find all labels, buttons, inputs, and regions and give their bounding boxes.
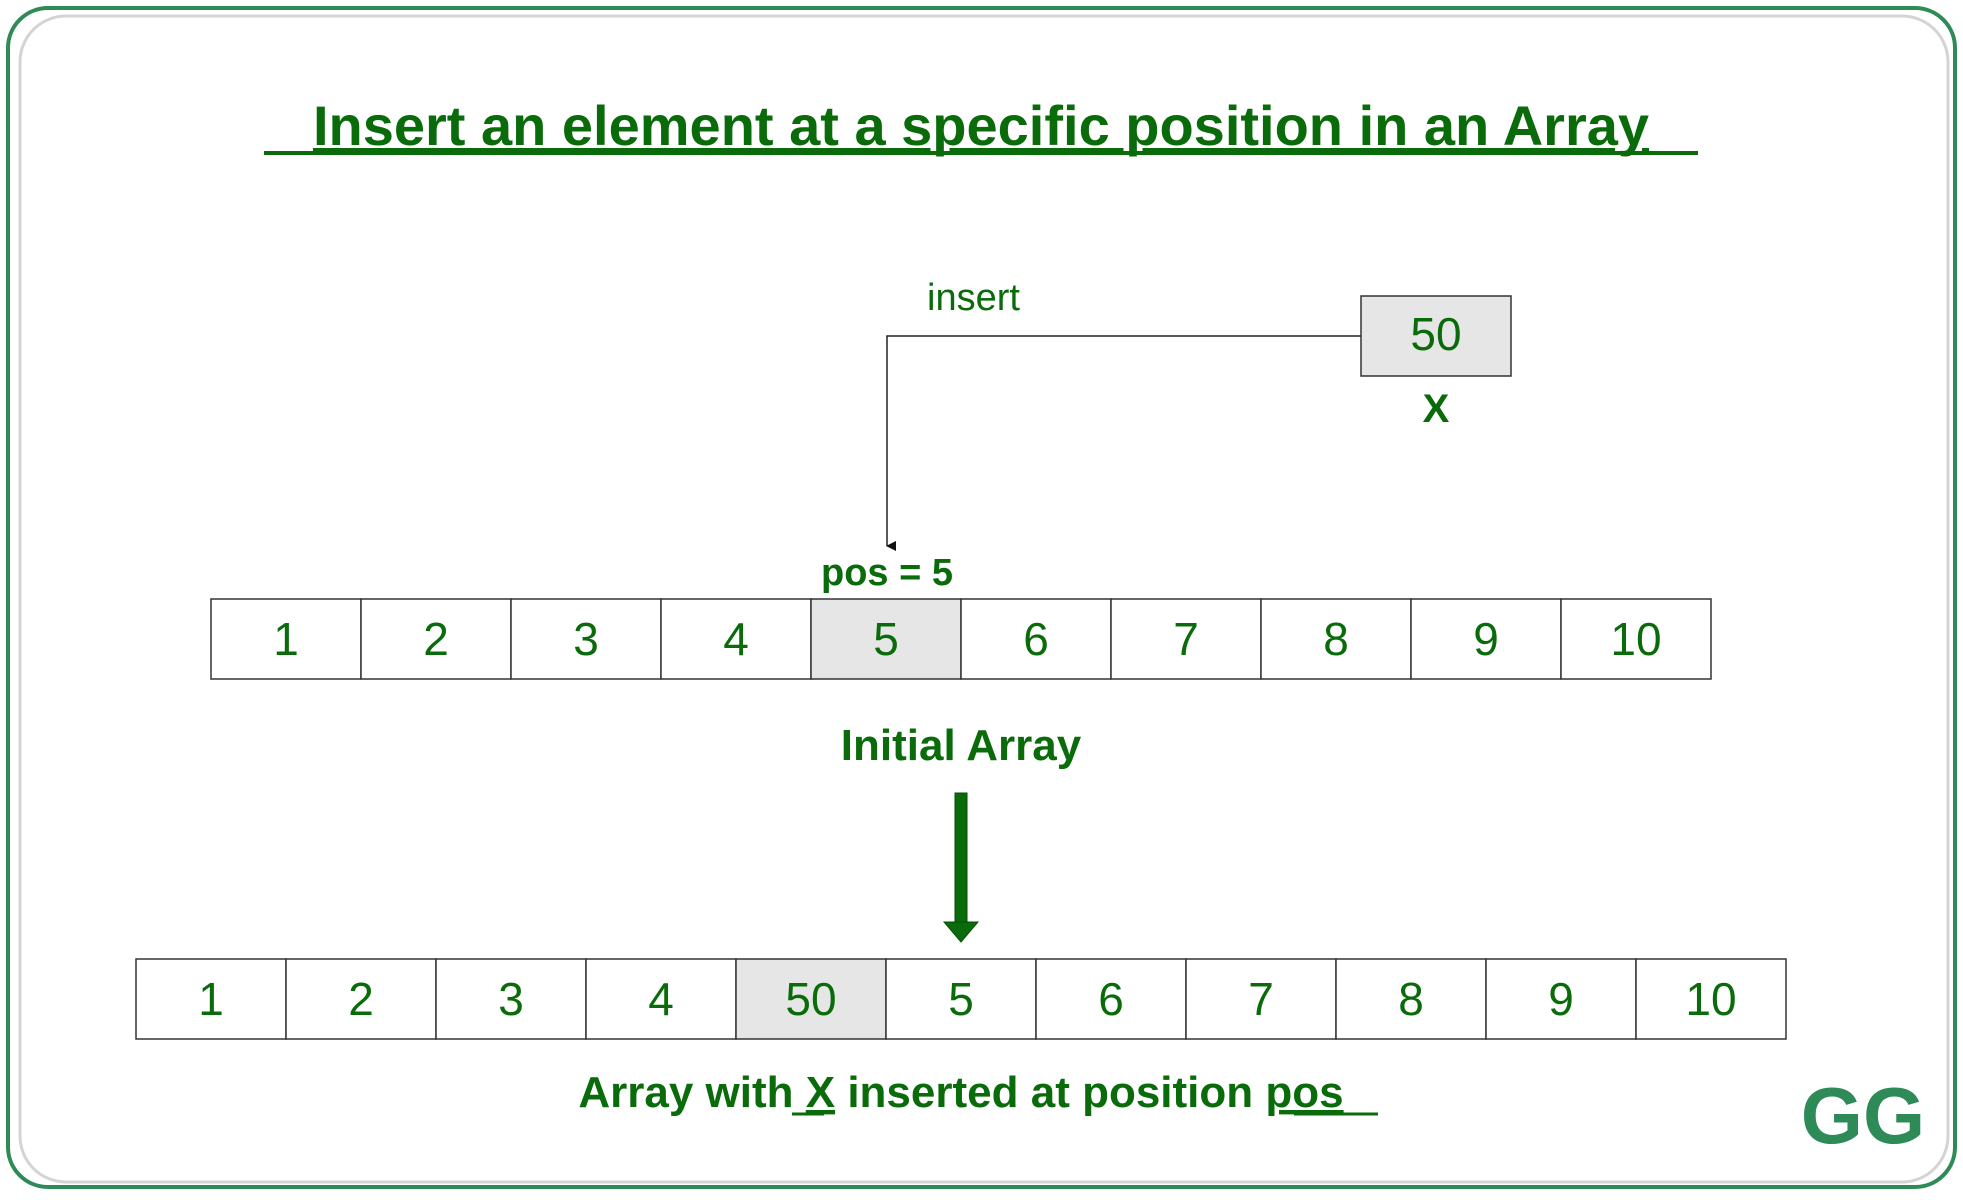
- initial-array-cell-value: 4: [723, 613, 749, 665]
- result-array-cell: [585, 958, 737, 1040]
- initial-array-cell-value: 3: [573, 613, 599, 665]
- result-array-cell: [435, 958, 587, 1040]
- result-array-cell: [285, 958, 437, 1040]
- result-array-cell-value: 4: [648, 973, 674, 1025]
- initial-array: 1 2 3 4 5 6 7 8 9 10: [210, 598, 1712, 680]
- result-array-cell: [1335, 958, 1487, 1040]
- initial-array-cell: [360, 598, 512, 680]
- initial-array-cell-value: 7: [1173, 613, 1199, 665]
- gfg-logo: GG: [1801, 1071, 1925, 1160]
- initial-array-cell: [1560, 598, 1712, 680]
- x-box-cell: [1360, 295, 1512, 377]
- initial-array-cell: [1410, 598, 1562, 680]
- initial-array-caption: Initial Array: [841, 721, 1082, 770]
- x-box-value: 50: [1410, 308, 1461, 360]
- insert-connector-line: [886, 335, 1361, 551]
- result-array-cell: [1035, 958, 1187, 1040]
- result-array-caption: Array with X inserted at position pos: [578, 1068, 1343, 1117]
- result-array-cell: [735, 958, 887, 1040]
- result-array-cell-value: 6: [1098, 973, 1124, 1025]
- transform-arrow-shaft: [954, 792, 968, 924]
- result-array-cell: [1185, 958, 1337, 1040]
- result-caption-x: X: [806, 1068, 835, 1117]
- x-element-box: 50: [1360, 295, 1512, 377]
- result-array-cell: [1635, 958, 1787, 1040]
- initial-array-cell-value: 9: [1473, 613, 1499, 665]
- initial-array-cell-value: 2: [423, 613, 449, 665]
- result-array-cell-value: 8: [1398, 973, 1424, 1025]
- insert-label: insert: [927, 277, 1020, 319]
- initial-array-cell-value: 8: [1323, 613, 1349, 665]
- result-array: 1 2 3 4 50 5 6 7 8 9 10: [135, 958, 1787, 1040]
- transform-arrow: [942, 792, 980, 943]
- initial-array-cell-value: 6: [1023, 613, 1049, 665]
- transform-arrow-head: [942, 921, 980, 943]
- initial-array-cell-value: 5: [873, 613, 899, 665]
- initial-array-cell-value: 10: [1610, 613, 1661, 665]
- gfg-logo-text: GG: [1801, 1071, 1925, 1160]
- result-array-cell-value: 2: [348, 973, 374, 1025]
- initial-array-cell: [1260, 598, 1412, 680]
- result-caption-part2: inserted at position: [835, 1068, 1265, 1117]
- x-label: X: [1423, 387, 1450, 431]
- initial-array-cell: [1110, 598, 1262, 680]
- initial-array-cell: [960, 598, 1112, 680]
- diagram-title: Insert an element at a specific position…: [313, 94, 1649, 157]
- result-array-cell-value: 50: [785, 973, 836, 1025]
- initial-array-cell: [660, 598, 812, 680]
- result-array-cell-value: 9: [1548, 973, 1574, 1025]
- inner-frame: [18, 14, 1950, 1184]
- result-caption-pos: pos: [1265, 1068, 1343, 1117]
- initial-array-cell: [810, 598, 962, 680]
- result-array-cell-value: 7: [1248, 973, 1274, 1025]
- result-array-cell-value: 1: [198, 973, 224, 1025]
- initial-array-cell-value: 1: [273, 613, 299, 665]
- result-array-cell: [135, 958, 287, 1040]
- result-array-cell-value: 5: [948, 973, 974, 1025]
- pos-label: pos = 5: [821, 552, 953, 594]
- result-array-cell-value: 3: [498, 973, 524, 1025]
- result-array-cell-value: 10: [1685, 973, 1736, 1025]
- initial-array-cell: [210, 598, 362, 680]
- result-array-cell: [1485, 958, 1637, 1040]
- result-caption-part1: Array with: [578, 1068, 805, 1117]
